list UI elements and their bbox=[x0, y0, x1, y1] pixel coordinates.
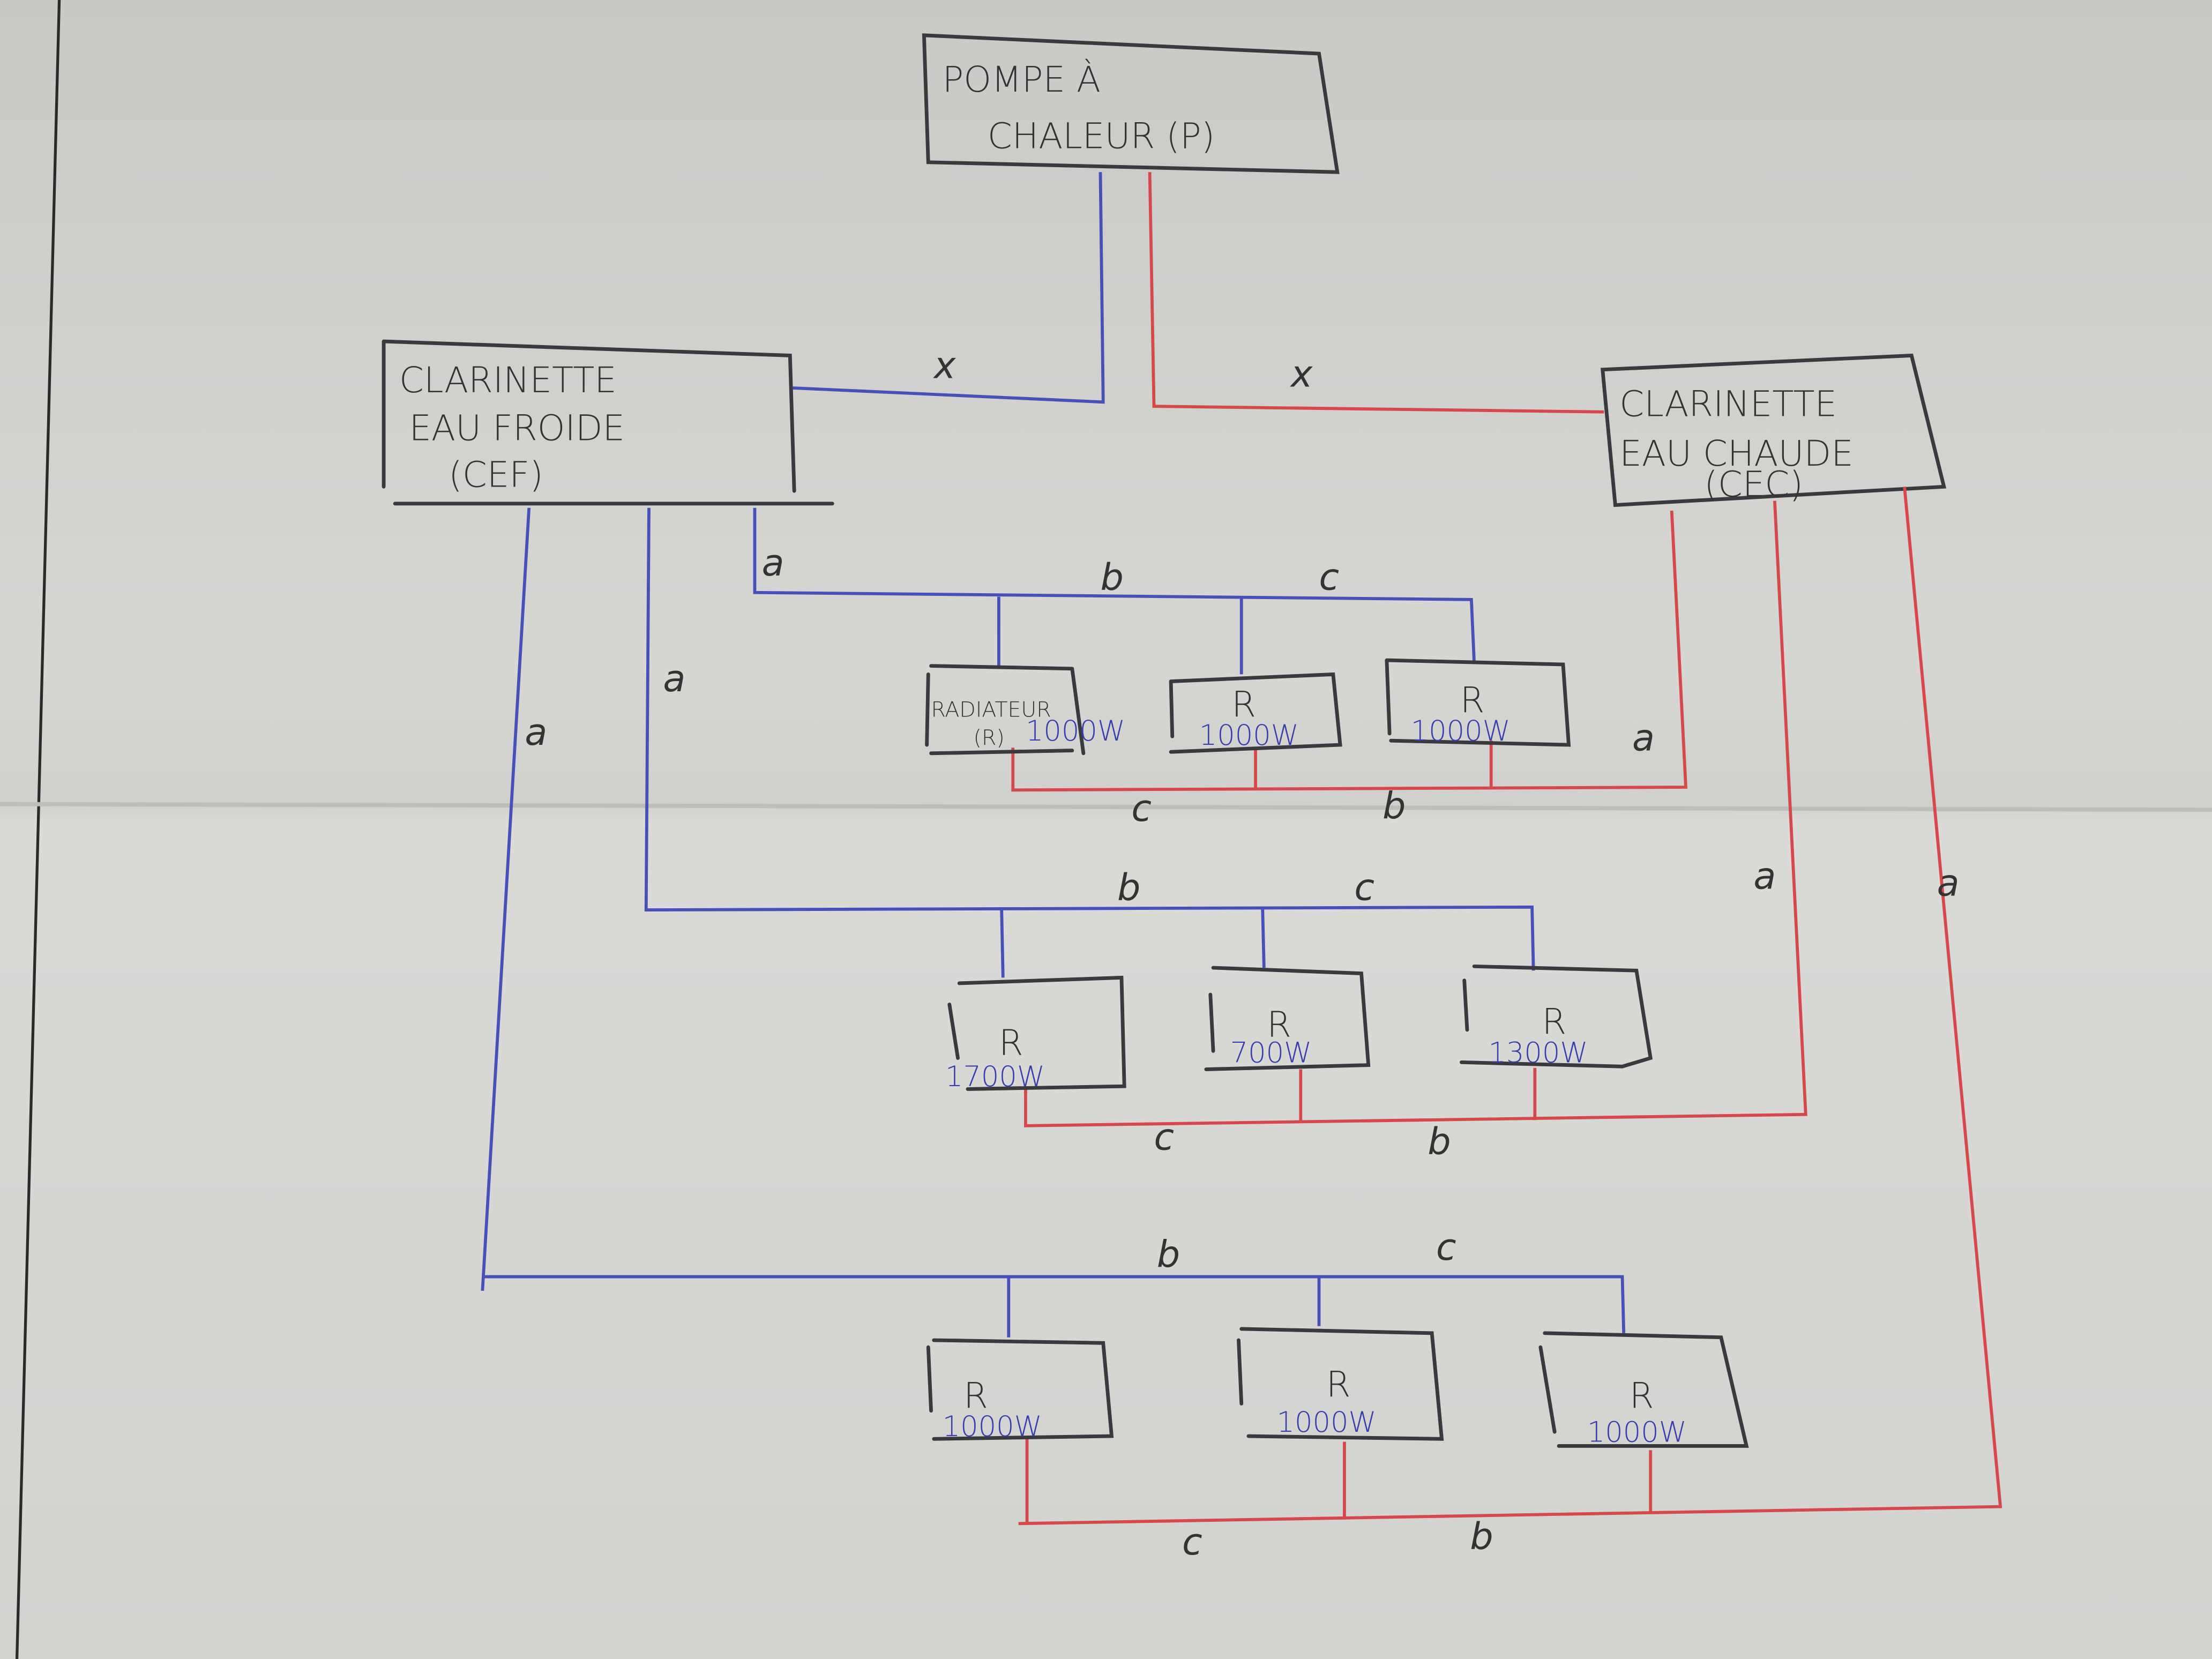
cold-pipe-row-2 bbox=[644, 507, 1535, 978]
pipe-label-c: c bbox=[1436, 1226, 1456, 1269]
pipe-label-a: a bbox=[525, 711, 547, 754]
radiator-label: R bbox=[1630, 1375, 1654, 1416]
pipe-label-b: b bbox=[1117, 866, 1140, 909]
radiator-7: R 1000W bbox=[926, 1338, 1114, 1443]
radiator-power: 700W bbox=[1230, 1036, 1312, 1069]
radiator-power: 1000W bbox=[1587, 1416, 1687, 1449]
radiator-8: R 1000W bbox=[1237, 1327, 1444, 1441]
radiator-4: R 1700W bbox=[945, 975, 1126, 1093]
pipe-label-b: b bbox=[1428, 1120, 1451, 1163]
radiator-5: R 700W bbox=[1204, 966, 1371, 1071]
pipe-label-x-hot: x bbox=[1290, 353, 1313, 395]
pipe-label-b: b bbox=[1100, 556, 1123, 599]
radiator-power: 1000W bbox=[1026, 715, 1125, 748]
pipe-label-a: a bbox=[1753, 855, 1776, 898]
pipe-label-a: a bbox=[1632, 717, 1655, 760]
pipe-label-a: a bbox=[663, 657, 685, 700]
radiator-label: R bbox=[1326, 1364, 1351, 1405]
heat-pump-line2: CHALEUR (P) bbox=[988, 115, 1215, 156]
pipe-label-c: c bbox=[1182, 1521, 1202, 1564]
pipe-labels: a b c a b c a b c a b c a b c a b c bbox=[525, 542, 1959, 1564]
radiator-power: 1000W bbox=[1277, 1406, 1377, 1439]
radiator-label: R bbox=[1542, 1002, 1566, 1043]
pipe-label-b: b bbox=[1470, 1515, 1493, 1558]
radiator-power: 1300W bbox=[1488, 1036, 1588, 1069]
pipe-label-b: b bbox=[1382, 784, 1406, 827]
radiator-power: 1700W bbox=[945, 1060, 1045, 1093]
radiator-label: R bbox=[1231, 684, 1256, 725]
radiator-label: R bbox=[1460, 679, 1485, 721]
heat-pump-box: POMPE À CHALEUR (P) bbox=[922, 33, 1340, 174]
hot-pipe-row-2 bbox=[1024, 500, 1807, 1127]
cold-manifold-line1: CLARINETTE bbox=[399, 360, 617, 401]
cold-pipe-pump bbox=[793, 172, 1105, 404]
hot-manifold-line2: EAU CHAUDE bbox=[1619, 433, 1853, 474]
hot-manifold-box: CLARINETTE EAU CHAUDE (CEC) bbox=[1600, 353, 1947, 507]
cold-pipe-row-1 bbox=[753, 507, 1476, 675]
cold-pipe-row-3 bbox=[481, 507, 1626, 1337]
radiator-2: R 1000W bbox=[1169, 672, 1342, 754]
pipe-label-x-cold: x bbox=[933, 345, 956, 387]
pipe-label-b: b bbox=[1157, 1233, 1180, 1276]
hot-manifold-line3: (CEC) bbox=[1704, 464, 1803, 505]
cold-manifold-line3: (CEF) bbox=[449, 454, 543, 495]
cold-manifold-line2: EAU FROIDE bbox=[409, 407, 625, 449]
pipe-label-a: a bbox=[1937, 862, 1960, 905]
radiator-6: R 1300W bbox=[1460, 964, 1653, 1069]
paper-edge bbox=[15, 0, 61, 1659]
radiator-9: R 1000W bbox=[1538, 1331, 1749, 1449]
hot-pipe-row-3 bbox=[1018, 486, 2002, 1526]
hot-pipe-row-1 bbox=[1011, 510, 1688, 792]
hot-manifold-line1: CLARINETTE bbox=[1619, 384, 1837, 425]
radiator-power: 1000W bbox=[1199, 719, 1299, 752]
radiator-power: 1000W bbox=[1411, 715, 1511, 748]
radiator-label: R bbox=[963, 1375, 988, 1416]
pipe-label-c: c bbox=[1354, 866, 1374, 909]
radiator-label: R bbox=[999, 1022, 1023, 1064]
radiator-3: R 1000W bbox=[1385, 658, 1571, 748]
radiator-label: (R) bbox=[974, 726, 1005, 750]
paper-fold bbox=[0, 802, 2212, 812]
radiator-label: R bbox=[1267, 1004, 1291, 1045]
pipe-label-c: c bbox=[1319, 556, 1340, 599]
hot-pipe-pump bbox=[1148, 172, 1604, 414]
pipe-label-c: c bbox=[1131, 787, 1152, 830]
pipe-label-a: a bbox=[762, 542, 784, 585]
cold-manifold-box: CLARINETTE EAU FROIDE (CEF) bbox=[382, 339, 834, 506]
radiator-1: RADIATEUR (R) 1000W bbox=[925, 664, 1125, 756]
radiator-power: 1000W bbox=[943, 1410, 1042, 1443]
heat-pump-line1: POMPE À bbox=[943, 59, 1101, 100]
pipe-label-c: c bbox=[1154, 1116, 1175, 1159]
radiator-name: RADIATEUR bbox=[931, 697, 1051, 722]
